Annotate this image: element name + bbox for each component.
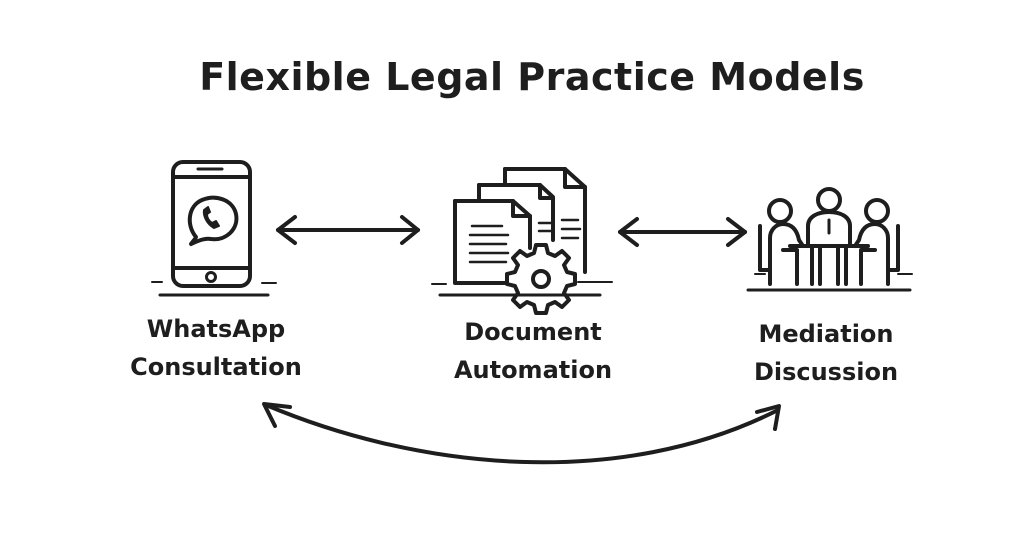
arrow-document-mediation — [618, 217, 747, 247]
label-line: Consultation — [130, 353, 302, 381]
node-label-mediation: Mediation Discussion — [696, 315, 956, 391]
label-line: Mediation — [758, 320, 894, 348]
label-line: Document — [464, 318, 602, 346]
documents-gear-icon — [431, 167, 613, 315]
node-label-document: Document Automation — [403, 313, 663, 389]
node-label-whatsapp: WhatsApp Consultation — [86, 310, 346, 386]
arrow-whatsapp-mediation — [262, 402, 781, 465]
label-line: Automation — [453, 356, 613, 384]
meeting-table-icon — [746, 187, 913, 292]
diagram-title: Flexible Legal Practice Models — [199, 55, 865, 99]
label-line: Discussion — [753, 358, 899, 386]
label-line: WhatsApp — [146, 315, 286, 343]
arrow-whatsapp-document — [276, 215, 420, 245]
phone-whatsapp-icon — [151, 160, 277, 297]
